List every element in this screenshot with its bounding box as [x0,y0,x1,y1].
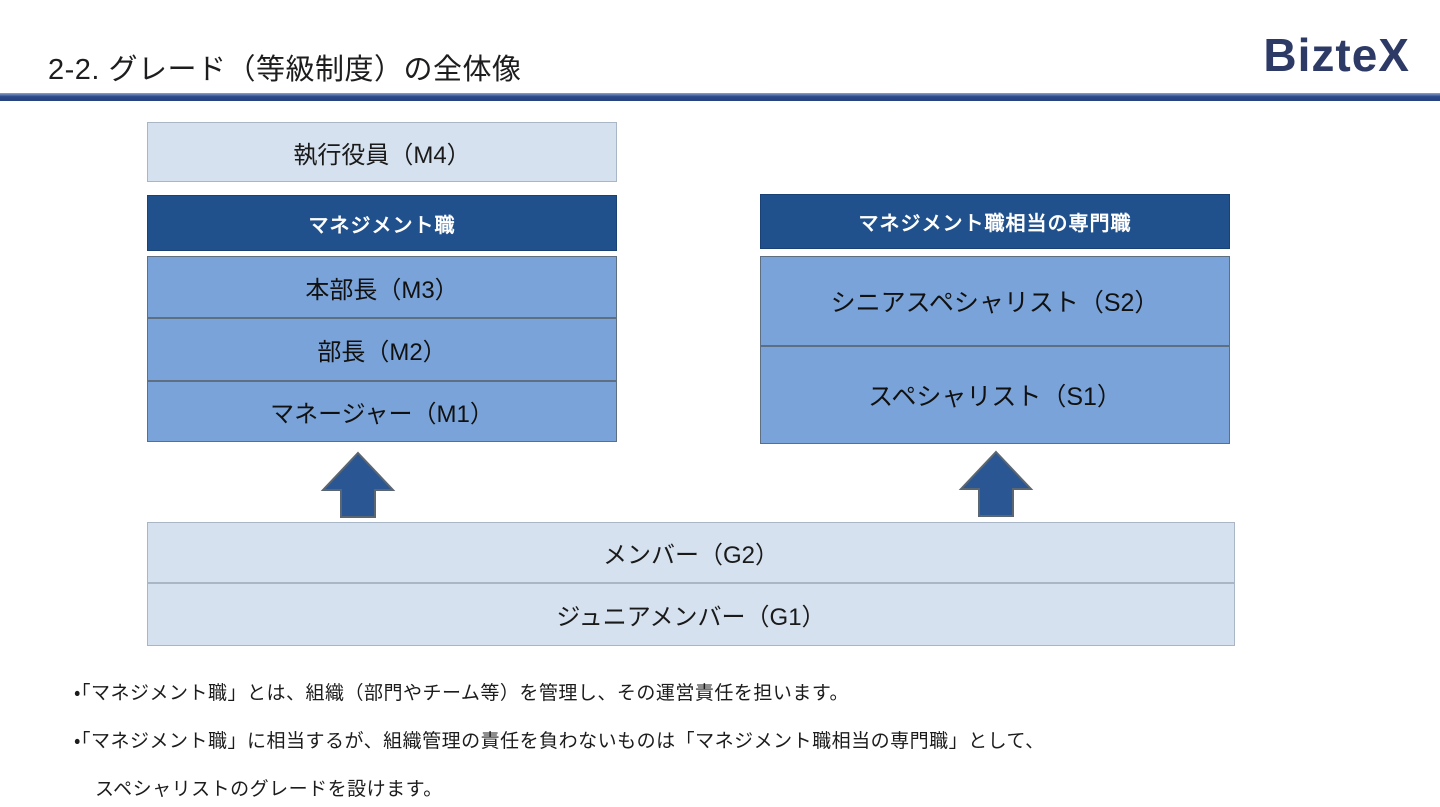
box-member-g2: メンバー（G2） [147,522,1235,583]
box-senior-specialist-s2: シニアスペシャリスト（S2） [760,256,1230,346]
up-arrow-icon [958,450,1034,517]
management-track-header: マネジメント職 [147,195,617,251]
box-junior-member-g1: ジュニアメンバー（G1） [147,583,1235,646]
note-specialist-definition-line2: スペシャリストのグレードを設けます。 [95,779,443,800]
box-department-head-m2: 部長（M2） [147,318,617,381]
box-executive-officer-m4: 執行役員（M4） [147,122,617,182]
title-underline [0,93,1440,101]
note-specialist-definition-line1: ・「マネジメント職」に相当するが、組織管理の責任を負わないものは「マネジメント職… [74,731,1045,752]
box-division-head-m3: 本部長（M3） [147,256,617,318]
page-title: 2-2. グレード（等級制度）の全体像 [48,54,522,86]
box-specialist-s1: スペシャリスト（S1） [760,346,1230,444]
box-manager-m1: マネージャー（M1） [147,381,617,442]
up-arrow-icon [320,451,396,518]
note-management-definition: ・「マネジメント職」とは、組織（部門やチーム等）を管理し、その運営責任を担います… [74,683,849,704]
biztex-logo: BizteX [1263,29,1410,81]
specialist-track-header: マネジメント職相当の専門職 [760,194,1230,249]
